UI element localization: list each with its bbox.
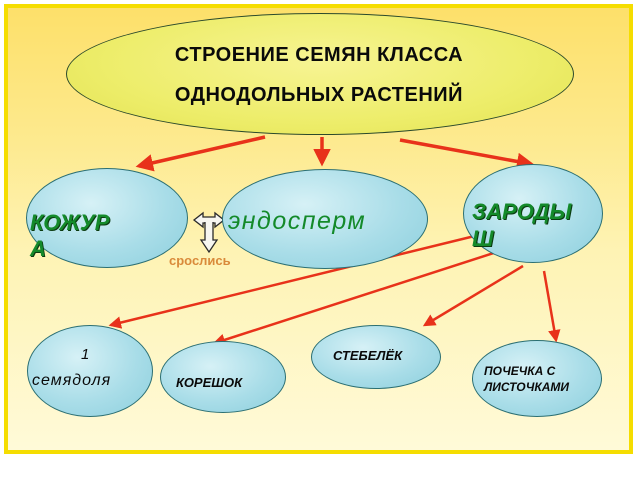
node-stebelek [311,325,441,389]
node-koreshok [160,341,286,413]
annotation-fused: срослись [169,253,231,268]
kozhura-label-line-2: А [30,236,46,261]
pochechka-label-line-2: ЛИСТОЧКАМИ [484,380,570,394]
pochechka-label-line-1: ПОЧЕЧКА С [484,364,556,378]
node-zarodysh [463,164,603,263]
node-semyadolya [27,325,153,417]
title-line-1: СТРОЕНИЕ СЕМЯН КЛАССА [174,44,464,66]
zarodysh-label-line-1: ЗАРОДЫ [472,199,572,224]
zarodysh-label-line-2: Ш [472,226,494,251]
kozhura-label-line-1: КОЖУР [30,210,110,235]
node-pochechka [472,340,602,417]
stebelek-label: СТЕБЕЛЁК [333,348,403,363]
koreshok-label: КОРЕШОК [176,375,243,390]
semyadolya-label-line-1: 1 [81,346,90,363]
title-line-2: ОДНОДОЛЬНЫХ РАСТЕНИЙ [174,84,464,106]
endosperm-label: эндосперм [228,207,367,235]
semyadolya-label-line-2: семядоля [32,372,112,389]
title-oval [66,13,574,135]
node-endosperm [222,169,428,269]
node-kozhura [26,168,188,268]
